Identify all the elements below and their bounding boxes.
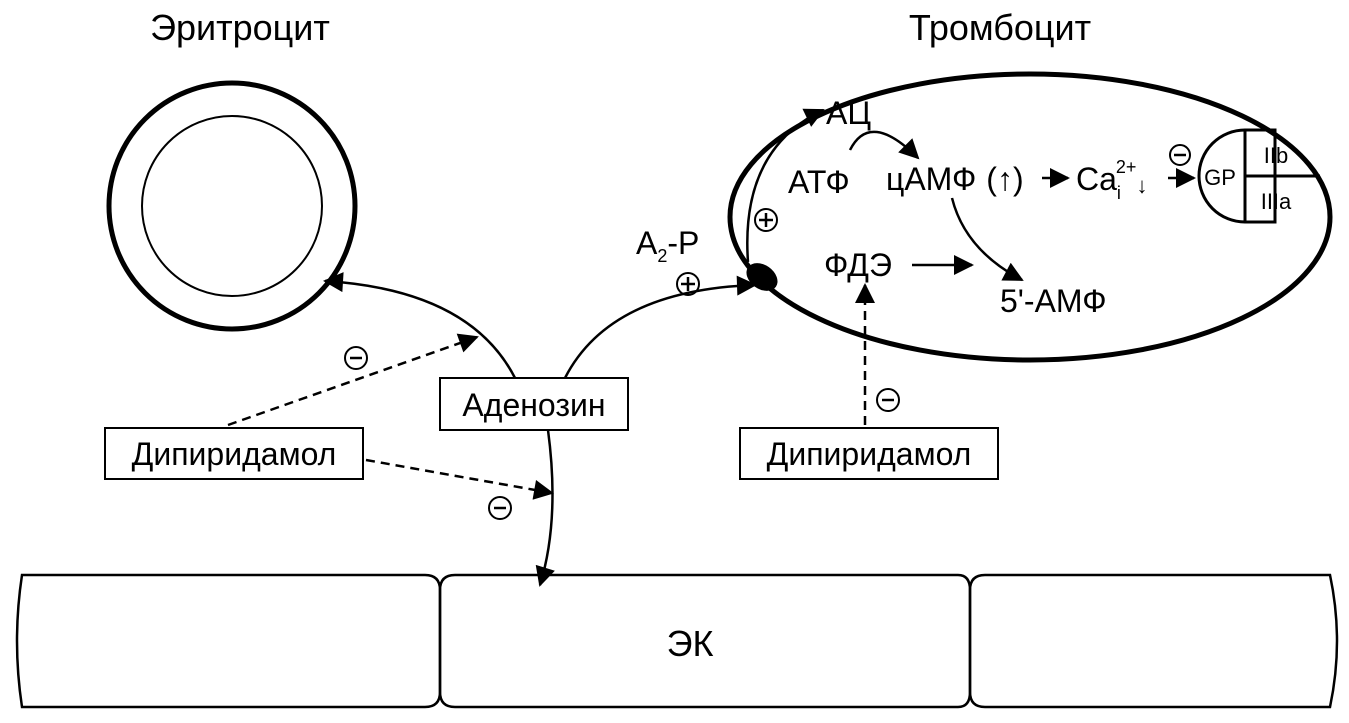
inhibition-sign-left-top — [344, 346, 368, 370]
adenosine-box — [439, 377, 629, 431]
gp-label: GP — [1204, 165, 1236, 190]
endothelial-label: ЭК — [667, 623, 714, 664]
adenosine-label: Аденозин — [462, 387, 605, 423]
gp-iiia-label: IIIa — [1261, 189, 1292, 214]
activation-sign-receptor — [676, 272, 700, 296]
adenosine-to-endothelium-arrow — [535, 429, 555, 587]
adenosine-to-receptor-arrow — [563, 275, 757, 379]
a2-receptor-label: A2-P — [636, 225, 699, 266]
erythrocyte-title: Эритроцит — [150, 7, 330, 48]
inhibition-sign-left-bottom — [488, 496, 512, 520]
camp-to-amp-arrow — [950, 197, 1024, 282]
dipyridamole-right-label: Дипиридамол — [767, 436, 972, 472]
dipyridamole-left-box — [104, 427, 364, 480]
erythrocyte-cell — [106, 80, 358, 332]
gp-iib-iiia-complex — [1197, 128, 1320, 224]
endothelial-cell — [438, 573, 972, 709]
camp-label: цАМФ(↑) — [886, 161, 1024, 197]
dipyridamole-right-box — [739, 427, 999, 480]
inhibition-sign-pde — [876, 388, 900, 412]
dipyridamole-to-endothelium-uptake-arrow — [365, 458, 554, 500]
adenylate-cyclase-label: АЦ — [826, 95, 871, 131]
adenosine-to-erythrocyte-arrow — [323, 272, 517, 379]
amp-label: 5'-АМФ — [1000, 283, 1107, 319]
activation-sign-ac — [754, 208, 778, 232]
gp-iib-label: IIb — [1264, 143, 1288, 168]
thrombocyte-cell — [727, 71, 1333, 363]
atp-to-camp-arrow — [848, 130, 920, 160]
receptor-to-ac-arrow — [746, 108, 825, 263]
endothelial-layer — [15, 573, 1339, 709]
calcium-label: Cai2+↓ — [1076, 157, 1147, 203]
pde-label: ФДЭ — [824, 247, 892, 283]
atp-label: АТФ — [788, 164, 850, 200]
thrombocyte-title: Тромбоцит — [909, 7, 1091, 48]
dipyridamole-left-label: Дипиридамол — [132, 436, 337, 472]
inhibition-sign-gp — [1169, 144, 1191, 166]
